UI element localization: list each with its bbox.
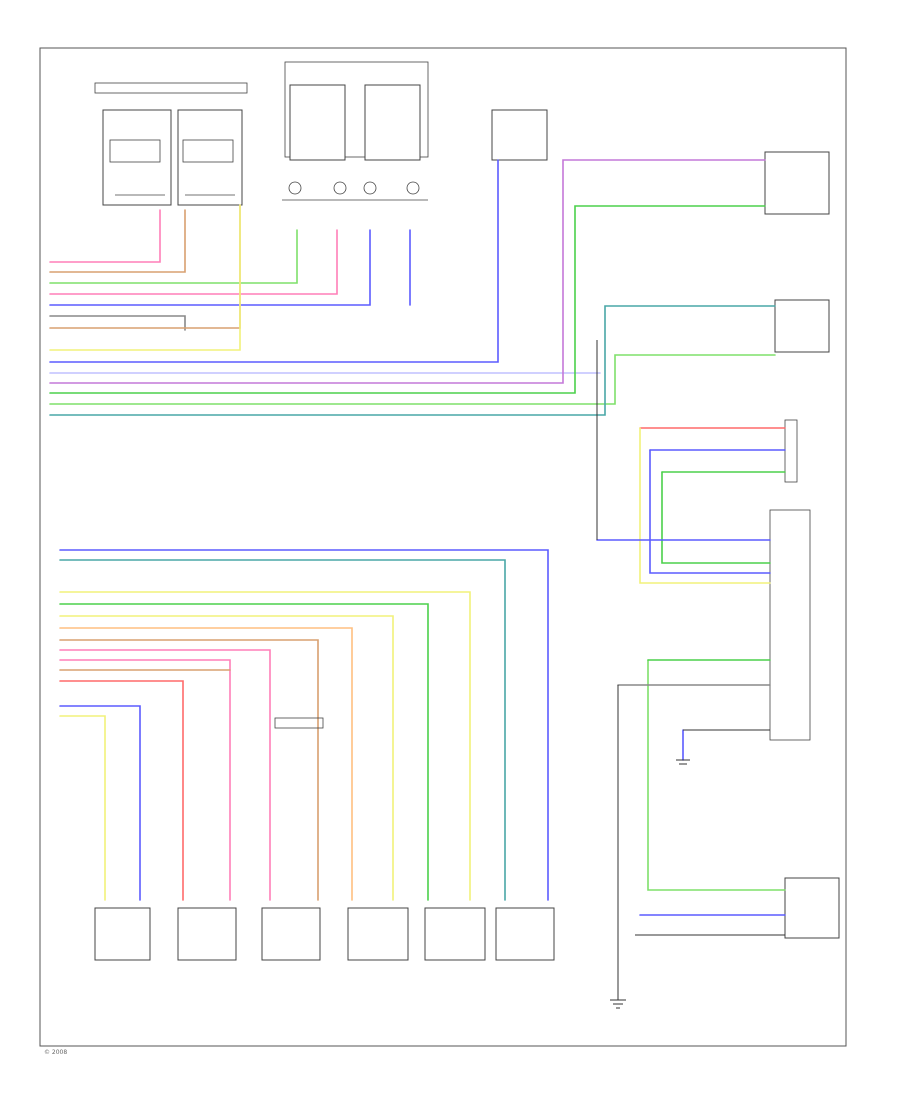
top-middle-sensor-module bbox=[282, 61, 429, 201]
right-module-upper bbox=[764, 151, 830, 215]
ground-symbol bbox=[610, 759, 690, 1009]
right-middle-wires bbox=[596, 340, 786, 1000]
top-left-switch-module bbox=[94, 82, 248, 206]
diagram-frame bbox=[39, 47, 847, 1047]
right-module-connector-b bbox=[769, 509, 811, 741]
bottom-components bbox=[94, 717, 555, 961]
bottom-wire-bundle bbox=[59, 549, 549, 901]
top-right-sensor bbox=[491, 109, 548, 161]
top-wire-bundle bbox=[49, 159, 776, 416]
right-module-lower bbox=[784, 877, 840, 939]
copyright-footer: © 2008 bbox=[44, 1049, 68, 1056]
right-module-switch bbox=[774, 299, 830, 353]
right-module-connector-a bbox=[784, 419, 798, 483]
